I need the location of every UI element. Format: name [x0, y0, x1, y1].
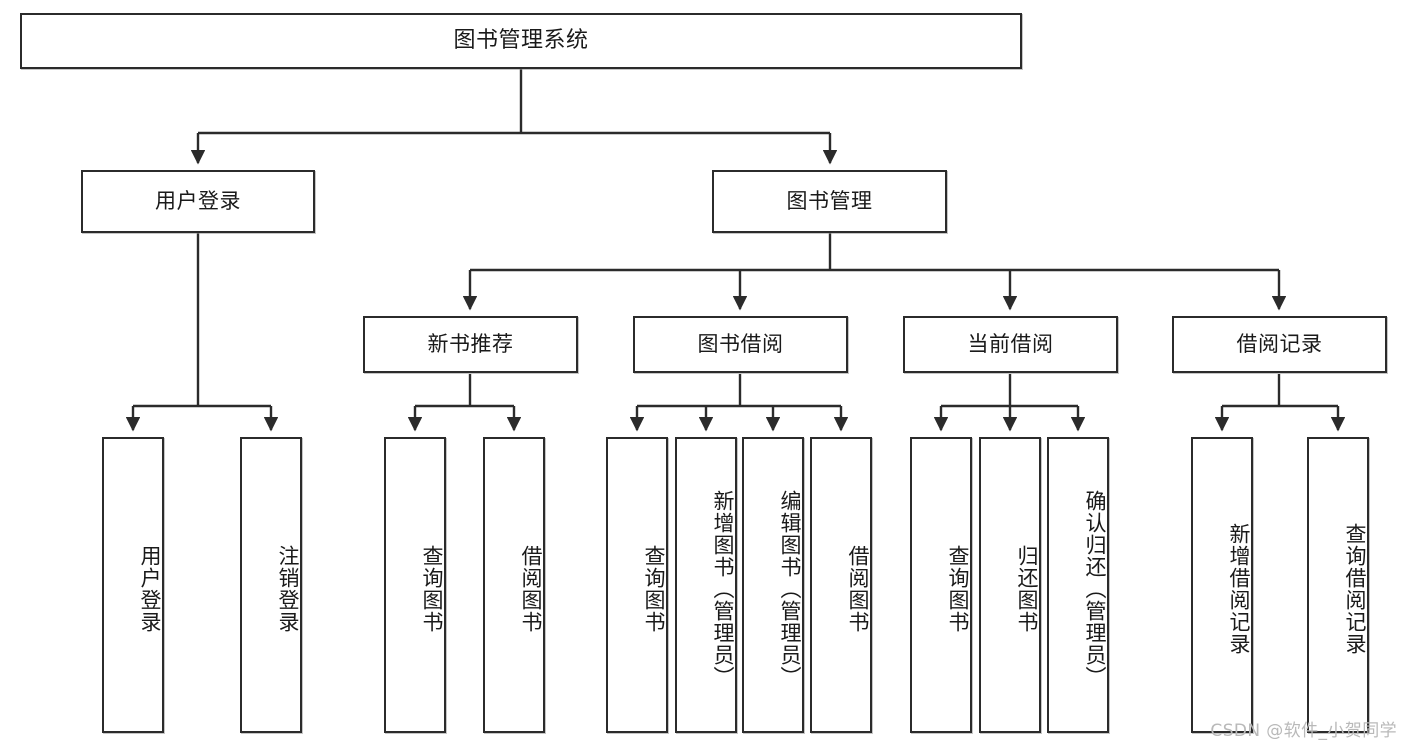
- leaf-user-login-login-label: 用户登录: [138, 545, 162, 633]
- node-user-login-label: 用户登录: [155, 188, 241, 213]
- leaf-book-borrow-query[interactable]: 查询图书: [606, 437, 668, 733]
- node-book-management[interactable]: 图书管理: [712, 170, 947, 233]
- node-borrow-record[interactable]: 借阅记录: [1172, 316, 1387, 373]
- leaf-borrow-record-query-label: 查询借阅记录: [1343, 523, 1367, 655]
- leaf-book-borrow-add[interactable]: 新增图书（管理员）: [675, 437, 737, 733]
- node-root-system[interactable]: 图书管理系统: [20, 13, 1022, 69]
- leaf-book-borrow-query-label: 查询图书: [642, 545, 666, 633]
- leaf-user-login-login[interactable]: 用户登录: [102, 437, 164, 733]
- leaf-borrow-record-query[interactable]: 查询借阅记录: [1307, 437, 1369, 733]
- leaf-user-login-logout-label: 注销登录: [276, 545, 300, 633]
- leaf-book-borrow-edit-label: 编辑图书（管理员）: [778, 490, 802, 688]
- node-book-borrow[interactable]: 图书借阅: [633, 316, 848, 373]
- leaf-user-login-logout[interactable]: 注销登录: [240, 437, 302, 733]
- leaf-current-borrow-confirm-return-label: 确认归还（管理员）: [1083, 490, 1107, 688]
- leaf-new-book-query[interactable]: 查询图书: [384, 437, 446, 733]
- leaf-current-borrow-confirm-return[interactable]: 确认归还（管理员）: [1047, 437, 1109, 733]
- node-borrow-record-label: 借阅记录: [1236, 331, 1323, 356]
- leaf-book-borrow-add-label: 新增图书（管理员）: [711, 490, 735, 688]
- leaf-borrow-record-add-label: 新增借阅记录: [1227, 523, 1251, 655]
- node-book-management-label: 图书管理: [786, 188, 873, 213]
- leaf-current-borrow-return-label: 归还图书: [1015, 545, 1039, 633]
- leaf-current-borrow-query[interactable]: 查询图书: [910, 437, 972, 733]
- node-new-book-recommend-label: 新书推荐: [427, 331, 514, 356]
- leaf-new-book-query-label: 查询图书: [420, 545, 444, 633]
- leaf-current-borrow-query-label: 查询图书: [946, 545, 970, 633]
- leaf-book-borrow-borrow-label: 借阅图书: [846, 545, 870, 633]
- leaf-new-book-borrow-label: 借阅图书: [519, 545, 543, 633]
- leaf-current-borrow-return[interactable]: 归还图书: [979, 437, 1041, 733]
- node-current-borrow[interactable]: 当前借阅: [903, 316, 1118, 373]
- csdn-watermark: CSDN @软件_小贺同学: [1210, 721, 1397, 741]
- node-book-borrow-label: 图书借阅: [697, 331, 784, 356]
- leaf-book-borrow-edit[interactable]: 编辑图书（管理员）: [742, 437, 804, 733]
- leaf-new-book-borrow[interactable]: 借阅图书: [483, 437, 545, 733]
- leaf-book-borrow-borrow[interactable]: 借阅图书: [810, 437, 872, 733]
- node-user-login[interactable]: 用户登录: [81, 170, 315, 233]
- leaf-borrow-record-add[interactable]: 新增借阅记录: [1191, 437, 1253, 733]
- node-root-system-label: 图书管理系统: [453, 27, 589, 53]
- node-current-borrow-label: 当前借阅: [967, 331, 1054, 356]
- node-new-book-recommend[interactable]: 新书推荐: [363, 316, 578, 373]
